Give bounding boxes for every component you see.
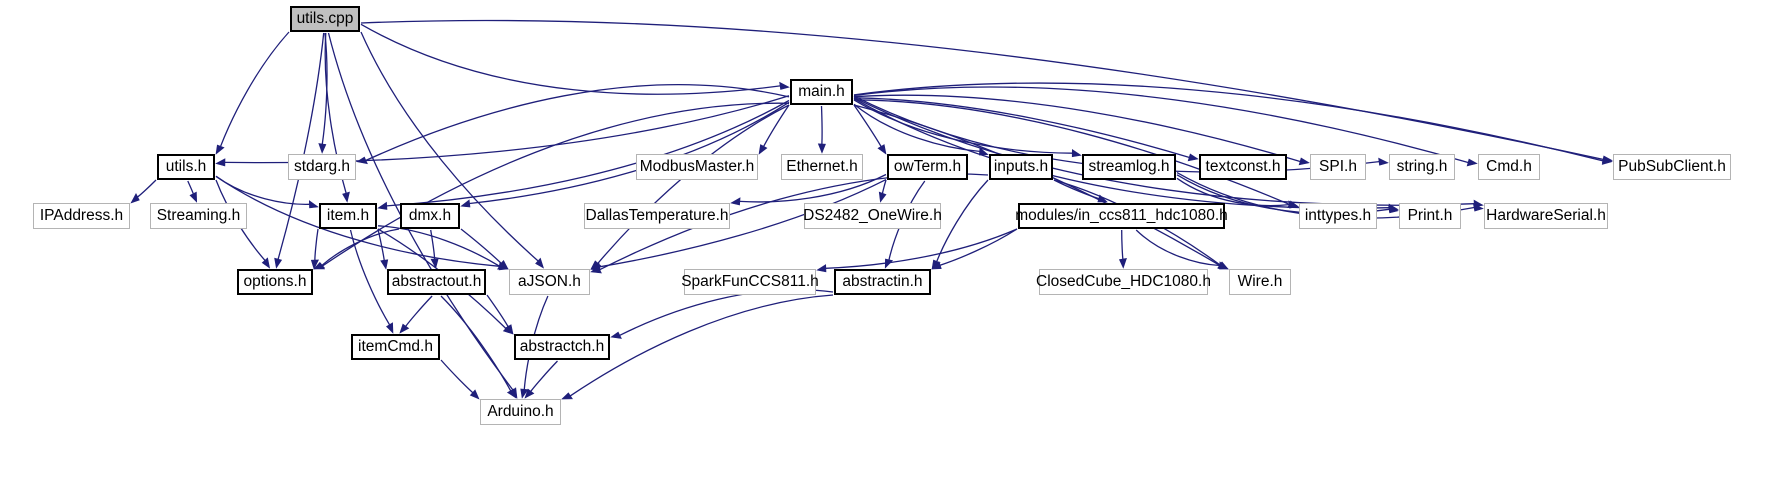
- graph-node-cmd-h[interactable]: Cmd.h: [1478, 154, 1540, 180]
- graph-node-ethernet-h[interactable]: Ethernet.h: [781, 154, 863, 180]
- graph-node-label: IPAddress.h: [39, 207, 124, 225]
- graph-node-inputs-h[interactable]: inputs.h: [989, 154, 1053, 180]
- graph-node-modules-ccs-h[interactable]: modules/in_ccs811_hdc1080.h: [1015, 203, 1228, 229]
- graph-node-label: ModbusMaster.h: [639, 158, 755, 176]
- graph-node-itemcmd-h[interactable]: itemCmd.h: [351, 334, 440, 360]
- graph-node-wire-h[interactable]: Wire.h: [1229, 269, 1291, 295]
- graph-node-label: SPI.h: [1319, 158, 1357, 176]
- graph-node-streaming-h[interactable]: Streaming.h: [150, 203, 247, 229]
- graph-node-ajson-h[interactable]: aJSON.h: [509, 269, 590, 295]
- graph-node-item-h[interactable]: item.h: [319, 203, 377, 229]
- graph-node-string-h[interactable]: string.h: [1389, 154, 1455, 180]
- graph-node-modbusmaster-h[interactable]: ModbusMaster.h: [636, 154, 758, 180]
- graph-node-label: DallasTemperature.h: [585, 207, 729, 225]
- graph-node-main-h[interactable]: main.h: [790, 79, 853, 105]
- graph-node-label: dmx.h: [408, 207, 452, 225]
- graph-node-ds2482-h[interactable]: DS2482_OneWire.h: [803, 203, 942, 229]
- graph-node-label: streamlog.h: [1088, 158, 1170, 176]
- graph-node-label: Wire.h: [1237, 273, 1283, 291]
- graph-node-dallastemp-h[interactable]: DallasTemperature.h: [584, 203, 730, 229]
- graph-node-label: abstractout.h: [391, 273, 482, 291]
- graph-node-dmx-h[interactable]: dmx.h: [400, 203, 460, 229]
- graph-node-label: utils.cpp: [296, 10, 354, 28]
- graph-node-streamlog-h[interactable]: streamlog.h: [1082, 154, 1176, 180]
- graph-node-textconst-h[interactable]: textconst.h: [1199, 154, 1287, 180]
- graph-node-sparkfunccs-h[interactable]: SparkFunCCS811.h: [681, 269, 819, 295]
- graph-node-ipaddress-h[interactable]: IPAddress.h: [33, 203, 130, 229]
- graph-node-label: owTerm.h: [893, 158, 962, 176]
- graph-node-label: options.h: [243, 273, 307, 291]
- graph-node-hardwareserial-h[interactable]: HardwareSerial.h: [1484, 203, 1608, 229]
- graph-node-label: Print.h: [1407, 207, 1453, 225]
- graph-node-label: inttypes.h: [1304, 207, 1372, 225]
- graph-node-label: itemCmd.h: [358, 338, 433, 356]
- graph-node-arduino-h[interactable]: Arduino.h: [480, 399, 561, 425]
- graph-node-abstractin-h[interactable]: abstractin.h: [834, 269, 931, 295]
- graph-node-label: item.h: [326, 207, 370, 225]
- graph-node-label: aJSON.h: [518, 273, 581, 291]
- graph-node-label: Ethernet.h: [786, 158, 858, 176]
- graph-node-label: Arduino.h: [487, 403, 554, 421]
- graph-node-utils-cpp[interactable]: utils.cpp: [290, 6, 360, 32]
- graph-node-closedcube-h[interactable]: ClosedCube_HDC1080.h: [1036, 269, 1211, 295]
- graph-node-print-h[interactable]: Print.h: [1399, 203, 1461, 229]
- graph-node-label: string.h: [1396, 158, 1448, 176]
- graph-node-label: Cmd.h: [1486, 158, 1532, 176]
- graph-node-label: abstractch.h: [519, 338, 605, 356]
- graph-node-inttypes-h[interactable]: inttypes.h: [1299, 203, 1377, 229]
- graph-node-label: SparkFunCCS811.h: [681, 273, 819, 291]
- graph-node-label: ClosedCube_HDC1080.h: [1036, 273, 1211, 291]
- graph-node-owterm-h[interactable]: owTerm.h: [887, 154, 968, 180]
- graph-node-pubsubclient-h[interactable]: PubSubClient.h: [1613, 154, 1731, 180]
- graph-node-label: abstractin.h: [842, 273, 923, 291]
- graph-node-stdarg-h[interactable]: stdarg.h: [288, 154, 356, 180]
- graph-node-label: Streaming.h: [156, 207, 241, 225]
- graph-node-label: HardwareSerial.h: [1486, 207, 1606, 225]
- graph-node-label: utils.h: [165, 158, 207, 176]
- graph-node-spi-h[interactable]: SPI.h: [1310, 154, 1366, 180]
- graph-node-label: stdarg.h: [294, 158, 351, 176]
- graph-node-abstractout-h[interactable]: abstractout.h: [387, 269, 486, 295]
- graph-node-label: main.h: [798, 83, 845, 101]
- graph-node-label: PubSubClient.h: [1618, 158, 1726, 176]
- graph-node-label: textconst.h: [1205, 158, 1281, 176]
- graph-node-abstractch-h[interactable]: abstractch.h: [514, 334, 610, 360]
- graph-node-label: DS2482_OneWire.h: [803, 207, 942, 225]
- graph-node-label: inputs.h: [993, 158, 1049, 176]
- graph-node-utils-h[interactable]: utils.h: [157, 154, 215, 180]
- graph-node-label: modules/in_ccs811_hdc1080.h: [1015, 207, 1228, 225]
- graph-node-options-h[interactable]: options.h: [237, 269, 313, 295]
